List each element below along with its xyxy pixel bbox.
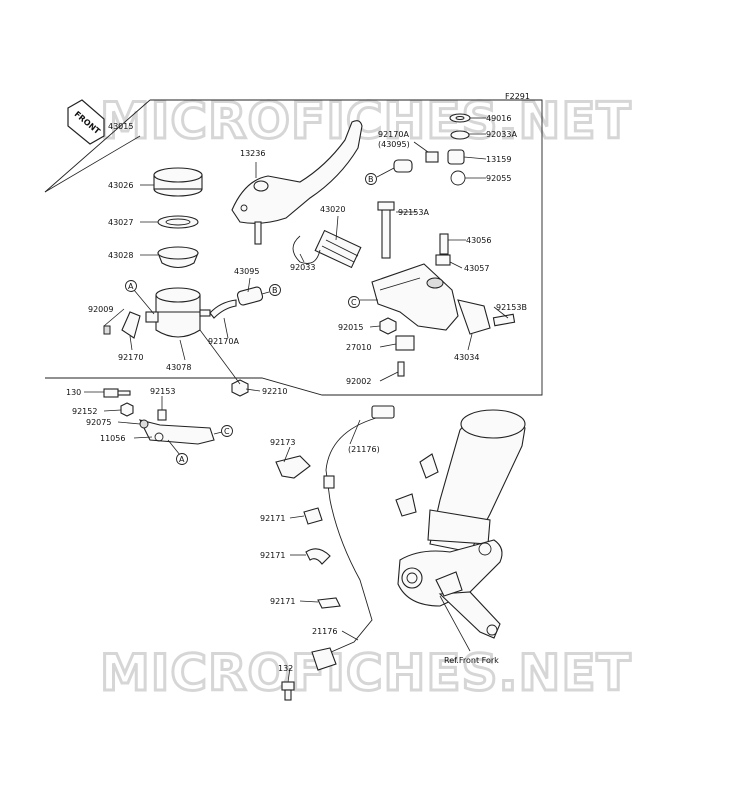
- callout-b-2: B: [365, 167, 395, 185]
- svg-text:B: B: [368, 175, 374, 184]
- part-label: 92171: [260, 514, 285, 523]
- reservoir-tank: [145, 287, 211, 338]
- part-label: 92002: [346, 377, 371, 386]
- reservoir-bracket: [103, 311, 141, 339]
- brake-switch-wire: [311, 405, 395, 671]
- part-label: 43078: [166, 363, 191, 372]
- svg-text:C: C: [351, 298, 357, 307]
- svg-text:A: A: [179, 455, 185, 464]
- part-label: 43020: [320, 205, 345, 214]
- watermark-top: MICROFICHES.NET: [100, 92, 632, 150]
- mount-hardware: [103, 379, 249, 445]
- svg-text:A: A: [128, 282, 134, 291]
- part-label: (21176): [348, 445, 380, 454]
- part-label: 13236: [240, 149, 265, 158]
- part-label: 92033: [290, 263, 315, 272]
- svg-text:B: B: [272, 286, 278, 295]
- reservoir-diaphragm-plate: [157, 215, 199, 229]
- part-label: (43095): [378, 140, 410, 149]
- part-label: 43095: [234, 267, 259, 276]
- callout-b-1: B: [261, 284, 281, 296]
- part-label: 43015: [108, 122, 133, 131]
- part-label: 11056: [100, 434, 125, 443]
- assembly-boundary-left: [44, 99, 151, 193]
- callout-a-2: A: [167, 439, 188, 465]
- reservoir-cap: [153, 167, 203, 197]
- part-label: 92171: [270, 597, 295, 606]
- callout-c-1: C: [348, 296, 378, 308]
- part-label: 49016: [486, 114, 511, 123]
- part-label: 43028: [108, 251, 133, 260]
- part-label: 130: [66, 388, 81, 397]
- part-label: 92009: [88, 305, 113, 314]
- part-label: 43056: [466, 236, 491, 245]
- part-label: 43027: [108, 218, 133, 227]
- svg-text:C: C: [224, 427, 230, 436]
- circlip: [292, 235, 321, 264]
- part-label: 92152: [72, 407, 97, 416]
- part-label: 92015: [338, 323, 363, 332]
- part-label: 21176: [312, 627, 337, 636]
- part-label: 92210: [262, 387, 287, 396]
- watermark-bottom: MICROFICHES.NET: [100, 644, 632, 702]
- part-label: 92170A: [378, 130, 409, 139]
- reservoir-diaphragm: [157, 246, 199, 269]
- part-label: 27010: [346, 343, 371, 352]
- part-label: 92153B: [496, 303, 527, 312]
- part-label: 92075: [86, 418, 111, 427]
- callout-c-2: C: [213, 425, 233, 437]
- pivot-bolt: [377, 201, 395, 259]
- part-label: 92153A: [398, 208, 429, 217]
- assembly-boundary: [45, 99, 543, 396]
- part-label: 43057: [464, 264, 489, 273]
- part-label: 13159: [486, 155, 511, 164]
- reservoir-hose: [209, 286, 264, 319]
- leader-lines: [44, 117, 509, 683]
- piston-kit: [314, 229, 362, 269]
- part-label: 92173: [270, 438, 295, 447]
- part-labels: 43015 43026 43027 43028 92009 92170 4307…: [66, 114, 527, 673]
- part-label: 132: [278, 664, 293, 673]
- part-label: 92171: [260, 551, 285, 560]
- part-label: 43034: [454, 353, 479, 362]
- reference-note: Ref.Front Fork: [444, 656, 499, 665]
- brake-lever: [231, 120, 363, 245]
- part-label: 92153: [150, 387, 175, 396]
- front-arrow-icon: FRONT: [67, 99, 105, 145]
- figure-code: F2291: [505, 92, 530, 101]
- part-label: 43026: [108, 181, 133, 190]
- master-cylinder-body: [371, 263, 491, 335]
- fitting-parts: [379, 113, 516, 377]
- callout-a-1: A: [125, 280, 155, 315]
- part-label: 92170A: [208, 337, 239, 346]
- part-label: 92033A: [486, 130, 517, 139]
- part-label: 92170: [118, 353, 143, 362]
- front-fork: [395, 409, 526, 639]
- part-label: 92055: [486, 174, 511, 183]
